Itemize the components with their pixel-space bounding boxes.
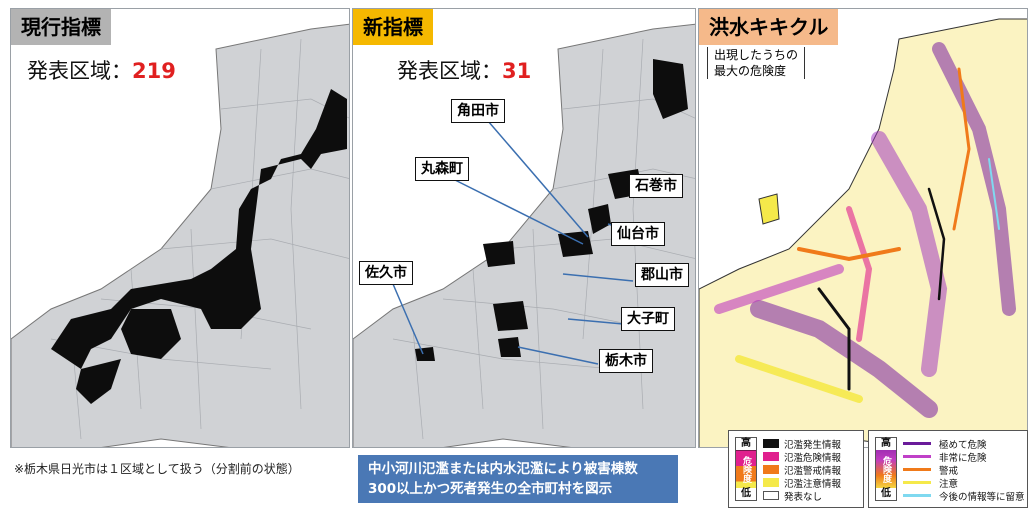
land-honshu: [353, 23, 695, 447]
count-value: 31: [502, 59, 532, 83]
map-current: [11, 9, 349, 447]
legend-item: 注意: [903, 476, 1027, 490]
map-kikikuru: [699, 9, 1027, 447]
subtitle-line-1: 出現したうちの: [714, 48, 799, 62]
scale-high: 高: [876, 438, 896, 450]
legend-line: [903, 468, 931, 471]
legend-label: 氾濫発生情報: [784, 439, 842, 451]
area-tochigi: [498, 337, 521, 357]
legend-label: 発表なし: [784, 491, 823, 503]
legend-label: 極めて危険: [939, 439, 987, 451]
warning-area-shape: [51, 89, 347, 369]
scale-low: 低: [876, 488, 896, 500]
legend-label: 氾濫注意情報: [784, 478, 842, 490]
legend-item: 氾濫危険情報: [763, 450, 863, 464]
legend-label: 氾濫危険情報: [784, 452, 842, 464]
legend-swatch: [763, 478, 779, 487]
city-label-marumori: 丸森町: [415, 157, 469, 181]
scale-mid: 危険度: [881, 455, 891, 483]
count-value: 219: [132, 59, 176, 83]
city-label-saku: 佐久市: [359, 261, 413, 285]
panel-title-kikikuru: 洪水キキクル: [699, 9, 839, 45]
legend-swatch: [763, 465, 779, 474]
legend-item: 今後の情報等に留意: [903, 489, 1027, 503]
area-sendai: [588, 204, 611, 234]
description-line-1: 中小河川氾濫または内水氾濫により被害棟数: [368, 461, 638, 477]
kikikuru-subtitle: 出現したうちの 最大の危険度: [707, 47, 806, 79]
city-label-tochigi: 栃木市: [599, 349, 653, 373]
legend-line: [903, 455, 931, 458]
legend-item: 警戒: [903, 463, 1027, 477]
warning-area-shape-south: [76, 309, 181, 404]
subtitle-line-2: 最大の危険度: [714, 64, 787, 78]
city-label-ishinomaki: 石巻市: [629, 174, 683, 198]
map-panel-current: 現行指標 発表区域：219: [10, 8, 350, 448]
city-label-kakuda: 角田市: [451, 99, 505, 123]
area-daigo: [493, 301, 528, 331]
sado-island: [758, 193, 780, 225]
legend-label: 非常に危険: [939, 452, 987, 464]
legend-item: 氾濫発生情報: [763, 437, 863, 451]
legend-line: [903, 442, 931, 445]
area-marumori: [483, 241, 515, 267]
legend-label: 警戒: [939, 465, 959, 477]
legend-swatch: [763, 491, 779, 500]
area-count-new: 発表区域：31: [397, 55, 531, 85]
area-coast-north: [653, 59, 688, 119]
area-saku: [415, 347, 435, 361]
legend-item: 非常に危険: [903, 450, 1027, 464]
footnote: ※栃木県日光市は１区域として扱う（分割前の状態）: [14, 462, 300, 476]
legend-warning: 高 危険度 低 氾濫発生情報 氾濫危険情報 氾濫警戒情報 氾濫注意情報 発表なし: [728, 430, 864, 508]
legend-item: 発表なし: [763, 489, 863, 503]
panel-title-current: 現行指標: [11, 9, 111, 45]
description-line-2: 300以上かつ死者発生の全市町村を図示: [368, 481, 613, 497]
legend-swatch: [763, 439, 779, 448]
legend-label: 氾濫警戒情報: [784, 465, 842, 477]
panel-title-new: 新指標: [353, 9, 433, 45]
legend-line: [903, 481, 931, 484]
area-count-current: 発表区域：219: [27, 55, 176, 85]
scale-high: 高: [736, 438, 756, 450]
danger-scale: 高 危険度 低: [875, 437, 897, 501]
area-kakuda: [558, 231, 593, 257]
legend-kikikuru: 高 危険度 低 極めて危険 非常に危険 警戒 注意 今後の情報等に留意: [868, 430, 1028, 508]
count-label: 発表区域：: [27, 59, 132, 83]
city-label-sendai: 仙台市: [611, 222, 665, 246]
legend-swatch: [763, 452, 779, 461]
legend-line: [903, 494, 931, 497]
legend-item: 氾濫警戒情報: [763, 463, 863, 477]
scale-mid: 危険度: [741, 455, 751, 483]
description-box: 中小河川氾濫または内水氾濫により被害棟数 300以上かつ死者発生の全市町村を図示: [358, 455, 678, 503]
city-label-daigo: 大子町: [621, 307, 675, 331]
scale-low: 低: [736, 488, 756, 500]
land-honshu: [699, 18, 1027, 447]
legend-label: 注意: [939, 478, 959, 490]
count-label: 発表区域：: [397, 59, 502, 83]
legend-item: 氾濫注意情報: [763, 476, 863, 490]
legend-item: 極めて危険: [903, 437, 1027, 451]
map-panel-kikikuru: 洪水キキクル 出現したうちの 最大の危険度: [698, 8, 1028, 448]
city-label-koriyama: 郡山市: [635, 263, 689, 287]
legend-label: 今後の情報等に留意: [939, 491, 1025, 503]
map-panel-new: 新指標 発表区域：31 角田市 丸森町 石巻市 仙台市 佐久市 郡山市 大子町 …: [352, 8, 696, 448]
danger-scale: 高 危険度 低: [735, 437, 757, 501]
